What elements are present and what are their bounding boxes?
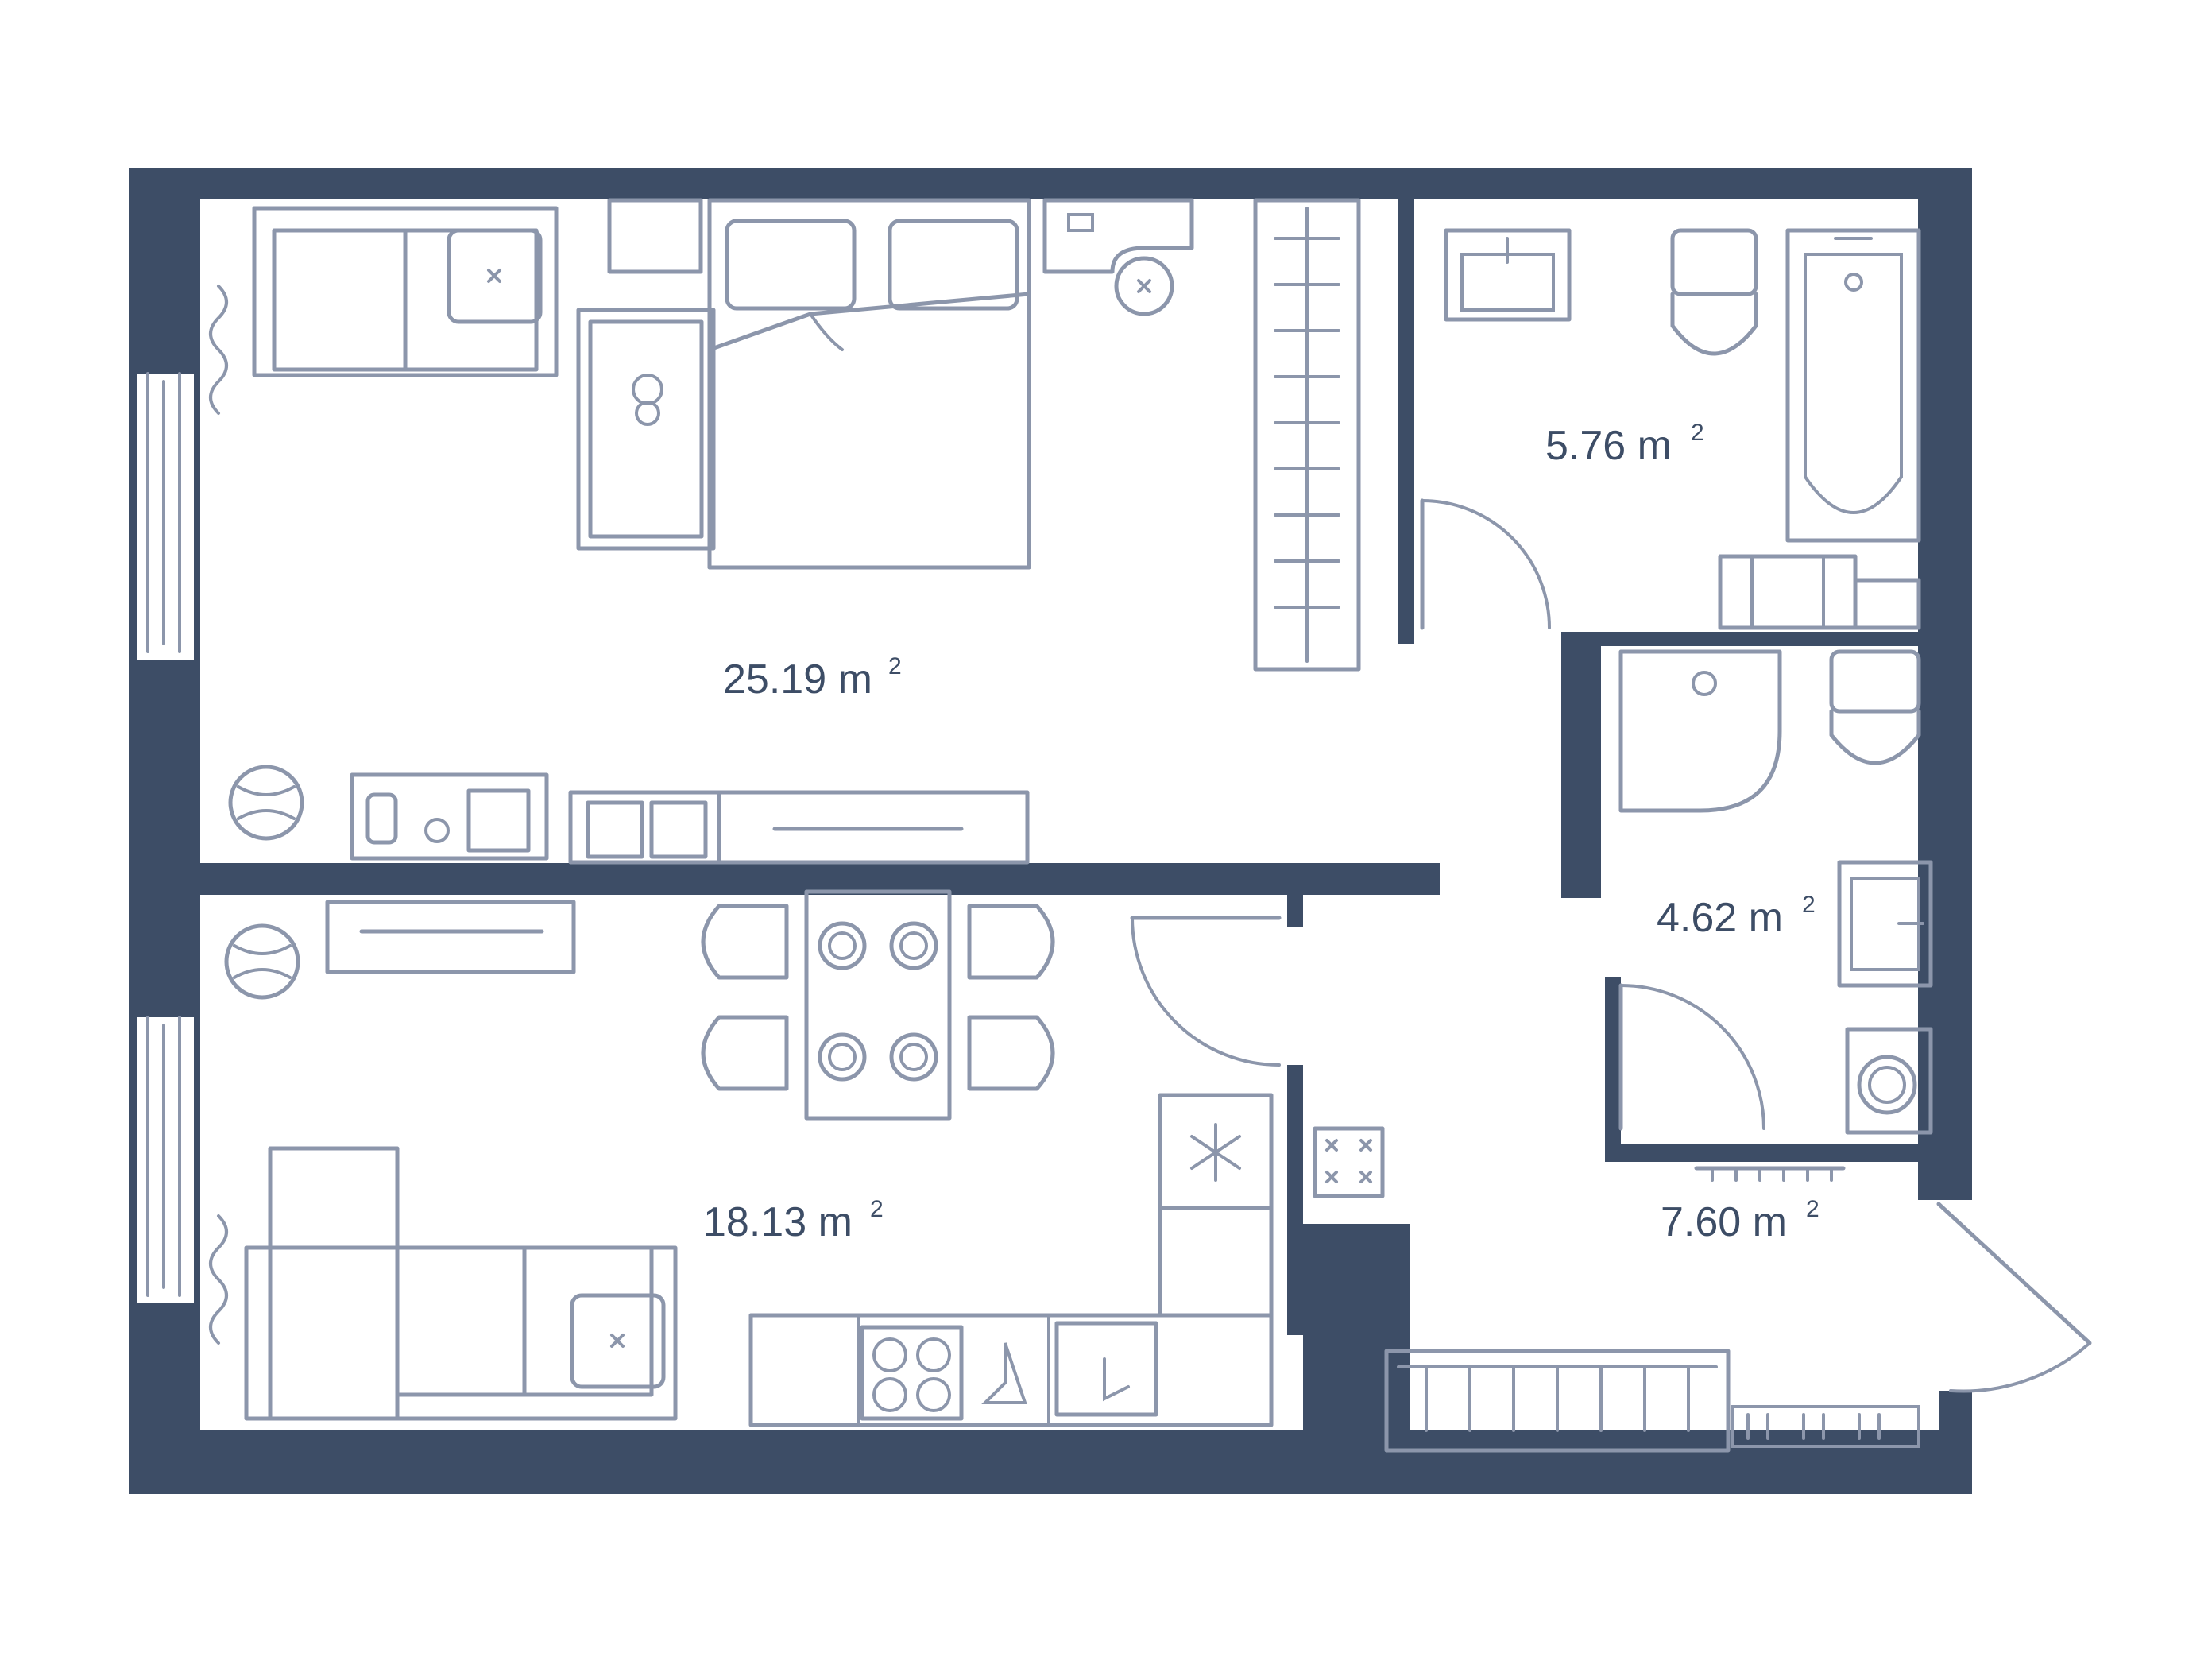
fridge-icon [1158, 1093, 1274, 1210]
shoe-rack-icon [1694, 1166, 1846, 1182]
wardrobe-icon [1384, 1349, 1731, 1453]
wardrobe-icon [1253, 198, 1361, 672]
toilet-icon [1670, 228, 1758, 356]
toilet-icon [1829, 649, 1921, 765]
area-value: 18.13 [703, 1199, 806, 1245]
table-icon [804, 889, 952, 1121]
svg-text:25.19 m: 25.19 m [723, 656, 872, 703]
area-label-hallway: 7.60 m 2 [1661, 1196, 1819, 1245]
cabinet-icon [1158, 1206, 1274, 1318]
curtain-icon [209, 1214, 228, 1345]
nightstand-icon [607, 198, 703, 274]
dresser-icon [568, 790, 1030, 865]
area-sup: 2 [870, 1196, 884, 1222]
area-unit: m [1638, 423, 1672, 469]
plant-icon [224, 923, 300, 1000]
svg-text:4.62 m: 4.62 m [1657, 895, 1783, 941]
area-unit: m [1749, 895, 1783, 941]
door-icon [1618, 983, 1765, 1131]
sink-icon [1837, 860, 1933, 988]
washing-machine-icon [1845, 1027, 1933, 1135]
area-value: 5.76 [1545, 423, 1626, 469]
area-value: 25.19 [723, 656, 826, 703]
stove-icon [860, 1325, 964, 1421]
svg-text:5.76 m: 5.76 m [1545, 423, 1672, 469]
sofa-icon [252, 206, 559, 377]
stove-icon [1313, 1126, 1385, 1198]
door-icon [1936, 1202, 2092, 1393]
shoes-icon [1731, 1405, 1920, 1448]
dishwasher-icon [981, 1342, 1027, 1404]
vent-icon [1718, 554, 1921, 630]
area-label-bedroom-living: 25.19 m 2 [723, 653, 902, 703]
area-value: 4.62 [1657, 895, 1737, 941]
walls [129, 168, 1972, 1494]
area-value: 7.60 [1661, 1199, 1741, 1245]
plant-icon [228, 765, 304, 841]
sofa-icon [244, 1146, 678, 1421]
desk-icon [1042, 198, 1194, 316]
tv-stand-icon [325, 900, 576, 974]
sink-icon [1054, 1321, 1158, 1417]
curtain-icon [209, 285, 228, 415]
area-sup: 2 [1802, 892, 1816, 918]
area-label-shower-room: 4.62 m 2 [1657, 892, 1816, 941]
kitchen-counter-icon [748, 1313, 1274, 1427]
area-sup: 2 [1691, 420, 1704, 446]
svg-text:7.60 m: 7.60 m [1661, 1199, 1787, 1245]
area-unit: m [1753, 1199, 1787, 1245]
bed-icon [707, 198, 1031, 570]
svg-text:18.13 m: 18.13 m [703, 1199, 853, 1245]
shower-icon [1618, 649, 1782, 813]
chair-icon [701, 904, 1055, 1091]
area-sup: 2 [888, 653, 902, 679]
window-icon [137, 1016, 194, 1303]
area-unit: m [838, 656, 872, 703]
area-sup: 2 [1806, 1196, 1819, 1222]
bathtub-icon [1785, 228, 1921, 543]
door-icon [1130, 916, 1282, 1067]
area-unit: m [818, 1199, 853, 1245]
sink-icon [1444, 228, 1572, 322]
window-icon [137, 372, 194, 660]
tv-stand-icon [350, 772, 549, 861]
area-label-bathroom: 5.76 m 2 [1545, 420, 1704, 469]
door-icon [1420, 498, 1551, 630]
area-label-kitchen-living: 18.13 m 2 [703, 1196, 884, 1245]
crib-icon [576, 308, 716, 551]
